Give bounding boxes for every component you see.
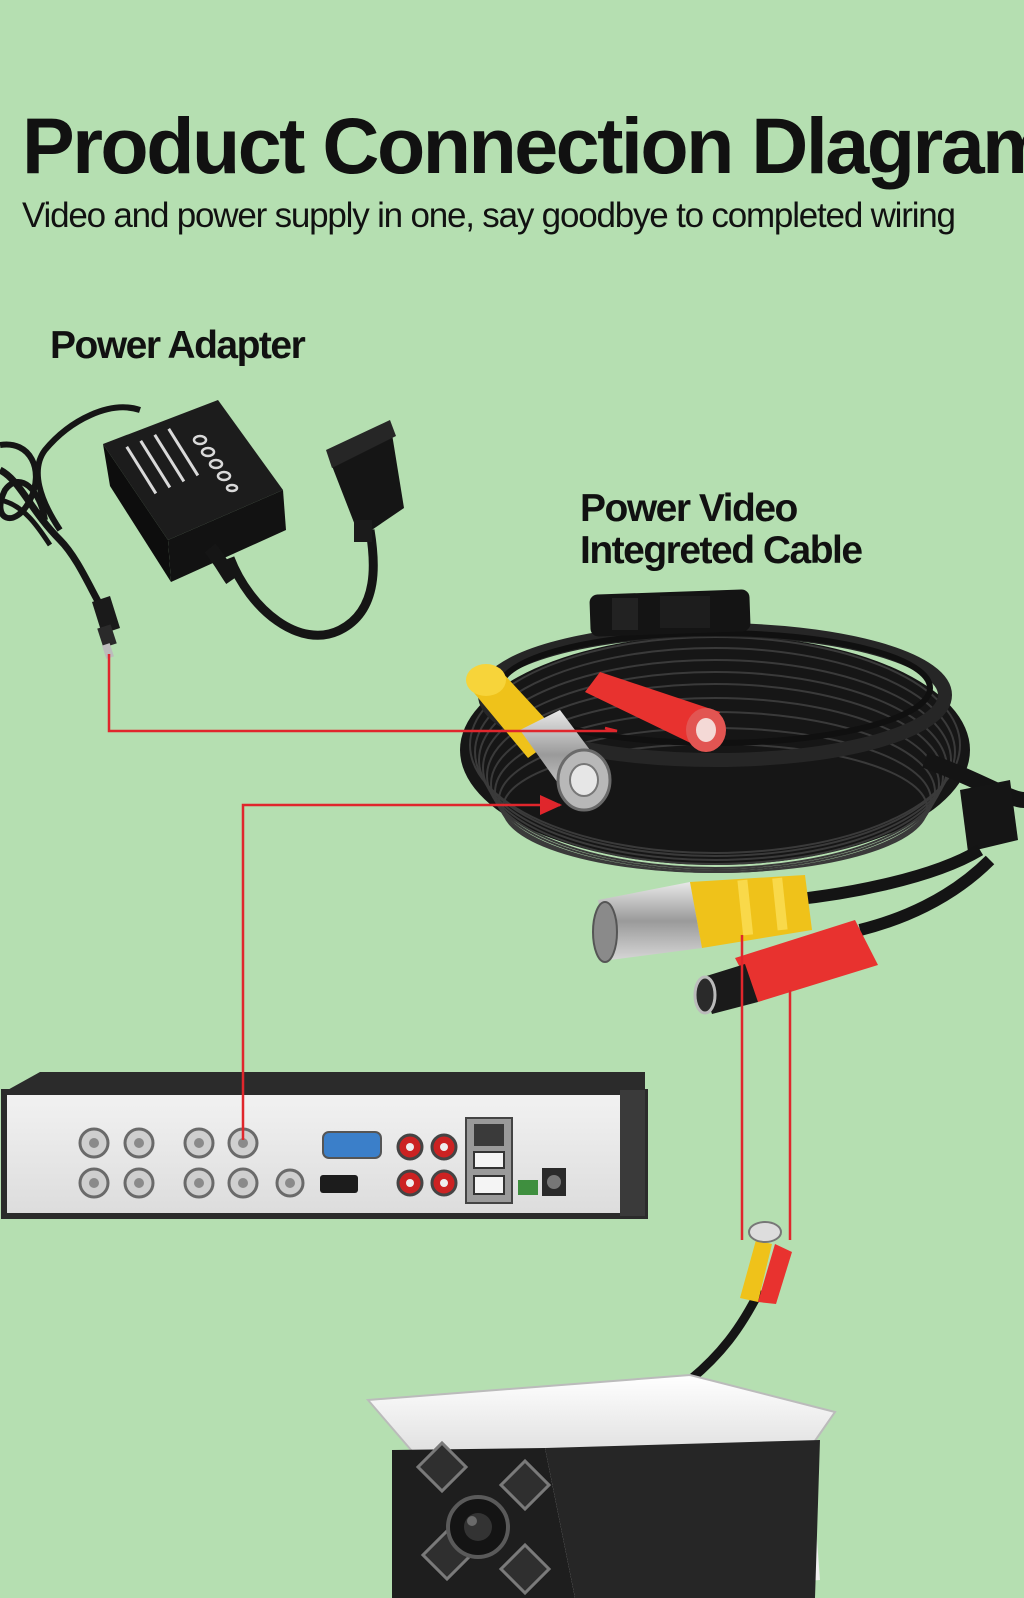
dvr-recorder-icon xyxy=(1,1072,648,1219)
cable-label: Power Video Integreted Cable xyxy=(580,487,863,572)
bnc-connector-bottom xyxy=(592,882,702,963)
bnc-connector-top xyxy=(520,710,612,812)
power-adapter-icon xyxy=(0,400,404,659)
connection-lines xyxy=(107,654,792,1240)
cable-label-line1: Power Video xyxy=(580,487,798,530)
power-adapter-label: Power Adapter xyxy=(50,324,306,367)
page-subtitle: Video and power supply in one, say goodb… xyxy=(22,196,956,235)
cable-label-line2: Integreted Cable xyxy=(580,529,863,572)
power-video-cable-icon xyxy=(460,589,1024,1015)
adapter-to-cable-line xyxy=(107,654,618,733)
bullet-camera-icon xyxy=(365,1221,837,1598)
dvr-to-cable-line xyxy=(241,803,560,1140)
page-title: Product Connection Dlagram xyxy=(22,101,1024,190)
